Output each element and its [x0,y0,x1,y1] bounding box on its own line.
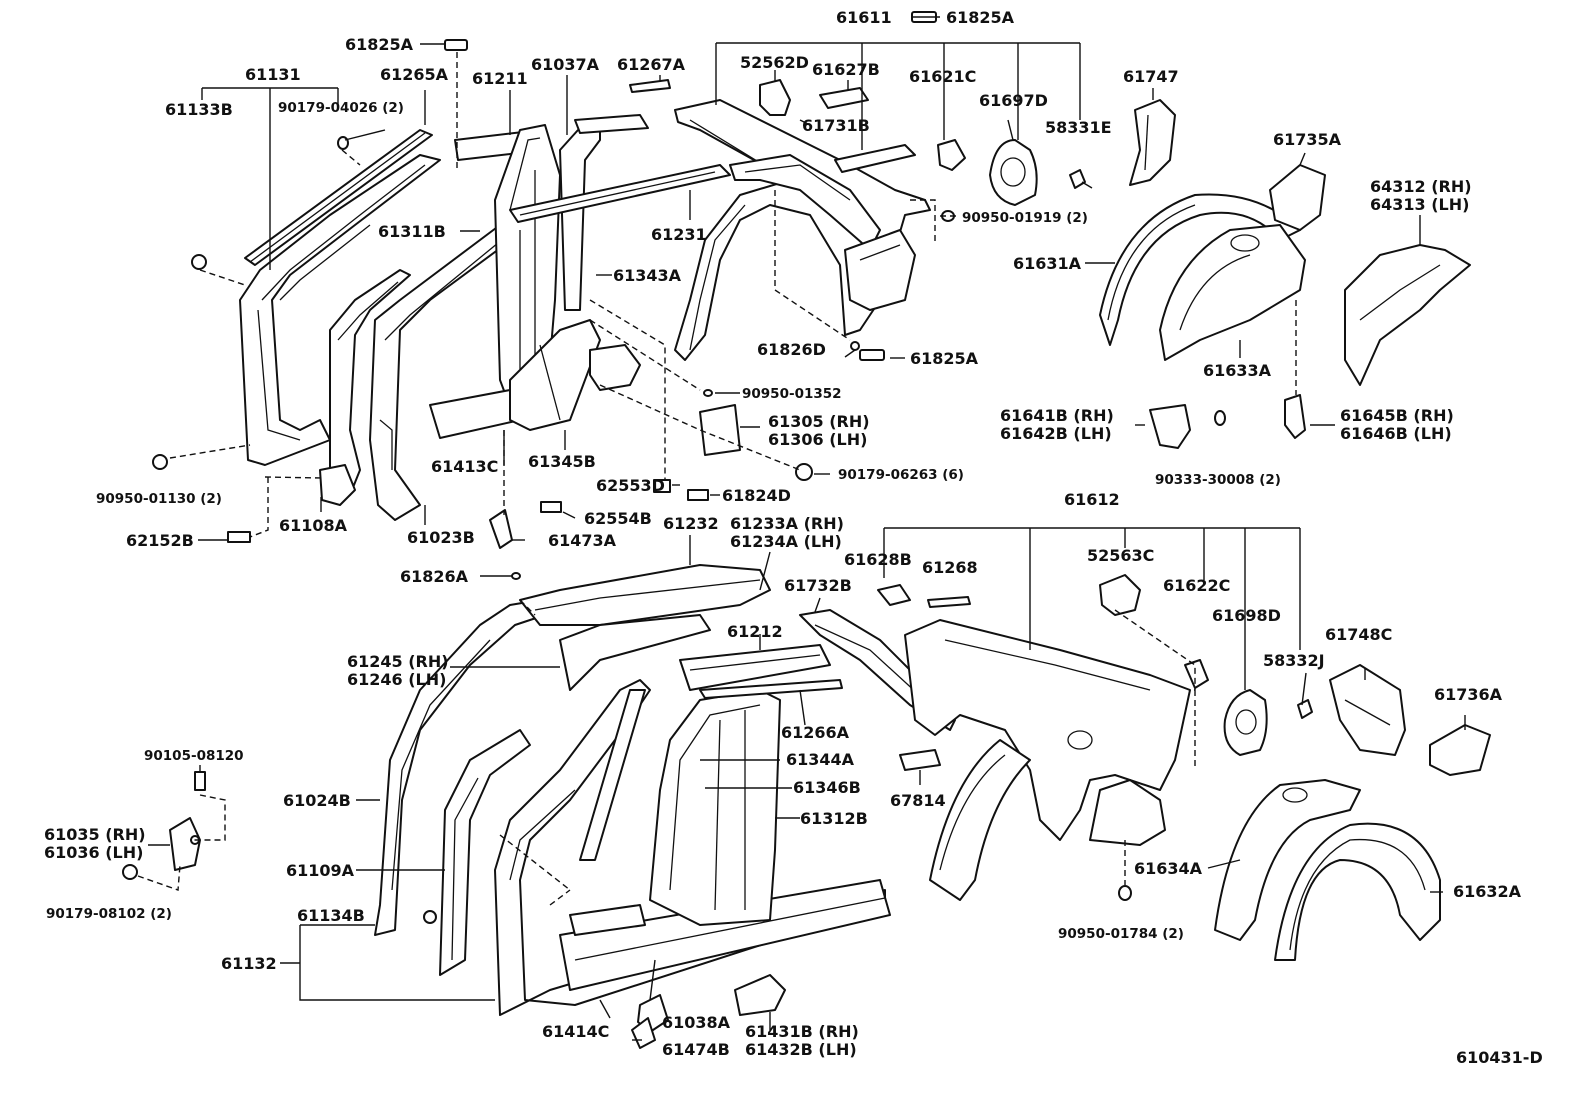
label-52562d: 52562D [740,53,809,72]
label-61473a: 61473A [548,531,617,550]
dashed-leaders [137,52,1297,906]
label-90333-30008: 90333-30008 (2) [1155,472,1281,488]
label-58331e: 58331E [1045,118,1112,137]
label-61413c: 61413C [431,457,498,476]
label-62553d: 62553D [596,476,665,495]
label-90950-01130: 90950-01130 (2) [96,491,222,507]
label-61634a: 61634A [1134,859,1203,878]
small-fasteners [152,11,955,1049]
label-61232: 61232 [663,514,719,533]
label-90179-08102: 90179-08102 (2) [46,906,172,922]
label-61747: 61747 [1123,67,1179,86]
label-61732b: 61732B [784,576,852,595]
label-61736a: 61736A [1434,685,1503,704]
label-61645b: 61645B (RH) [1340,406,1454,425]
label-61826a: 61826A [400,567,469,586]
label-61133b: 61133B [165,100,233,119]
leader-lines [148,16,1466,1041]
label-61267a: 61267A [617,55,686,74]
label-61612: 61612 [1064,490,1120,509]
label-61037a: 61037A [531,55,600,74]
label-61312b: 61312B [800,809,868,828]
label-61131: 61131 [245,65,301,84]
label-61697d: 61697D [979,91,1048,110]
label-61414c: 61414C [542,1022,609,1041]
label-61825a-mid: 61825A [910,349,979,368]
label-90179-04026: 90179-04026 (2) [278,100,404,116]
label-61611: 61611 [836,8,892,27]
label-61431b: 61431B (RH) [745,1022,859,1041]
label-61344a: 61344A [786,750,855,769]
label-67814: 67814 [890,791,946,810]
label-61265a: 61265A [380,65,449,84]
label-52563c: 52563C [1087,546,1154,565]
label-61622c: 61622C [1163,576,1230,595]
label-61748c: 61748C [1325,625,1392,644]
label-62152b: 62152B [126,531,194,550]
label-61024b: 61024B [283,791,351,810]
label-62554b: 62554B [584,509,652,528]
label-61036: 61036 (LH) [44,843,143,862]
label-61826d: 61826D [757,340,826,359]
label-61642b: 61642B (LH) [1000,424,1112,443]
label-61023b: 61023B [407,528,475,547]
label-64312: 64312 (RH) [1370,177,1472,196]
label-61824d: 61824D [722,486,791,505]
label-61268: 61268 [922,558,978,577]
labels: 61611 61825A 61825A 61131 61265A 61211 6… [44,8,1543,1067]
quarter-inner-upper [629,79,1086,361]
label-61035: 61035 (RH) [44,825,146,844]
label-61231: 61231 [651,225,707,244]
label-90179-06263: 90179-06263 (6) [838,467,964,483]
label-61246: 61246 (LH) [347,670,446,689]
label-61825a-left: 61825A [345,35,414,54]
label-61311b: 61311B [378,222,446,241]
label-90950-01352: 90950-01352 [742,386,842,402]
label-90105-08120: 90105-08120 [144,748,244,764]
label-61306: 61306 (LH) [768,430,867,449]
label-61631a: 61631A [1013,254,1082,273]
label-61266a: 61266A [781,723,850,742]
label-90950-01784: 90950-01784 (2) [1058,926,1184,942]
label-61134b: 61134B [297,906,365,925]
label-61345b: 61345B [528,452,596,471]
label-61632a: 61632A [1453,882,1522,901]
label-61305: 61305 (RH) [768,412,870,431]
label-61245: 61245 (RH) [347,652,449,671]
label-61234a: 61234A (LH) [730,532,842,551]
label-61233a: 61233A (RH) [730,514,844,533]
wheelhouse-upper [1099,99,1471,449]
label-61211: 61211 [472,69,528,88]
label-58332j: 58332J [1263,651,1325,670]
label-61627b: 61627B [812,60,880,79]
label-61633a: 61633A [1203,361,1272,380]
label-61628b: 61628B [844,550,912,569]
label-61621c: 61621C [909,67,976,86]
label-61108a: 61108A [279,516,348,535]
quarter-outer-lower [799,574,1491,961]
label-61825a-top: 61825A [946,8,1015,27]
label-61474b: 61474B [662,1040,730,1059]
label-61343a: 61343A [613,266,682,285]
label-61735a: 61735A [1273,130,1342,149]
label-61646b: 61646B (LH) [1340,424,1452,443]
label-61212: 61212 [727,622,783,641]
label-90950-01919: 90950-01919 (2) [962,210,1088,226]
label-64313: 64313 (LH) [1370,195,1469,214]
label-61109a: 61109A [286,861,355,880]
label-61432b: 61432B (LH) [745,1040,857,1059]
label-61641b: 61641B (RH) [1000,406,1114,425]
label-61038a: 61038A [662,1013,731,1032]
label-610431-d: 610431-D [1456,1048,1543,1067]
label-61132: 61132 [221,954,277,973]
label-61698d: 61698D [1212,606,1281,625]
front-pillar-drawings [239,114,731,521]
label-61731b: 61731B [802,116,870,135]
label-61346b: 61346B [793,778,861,797]
